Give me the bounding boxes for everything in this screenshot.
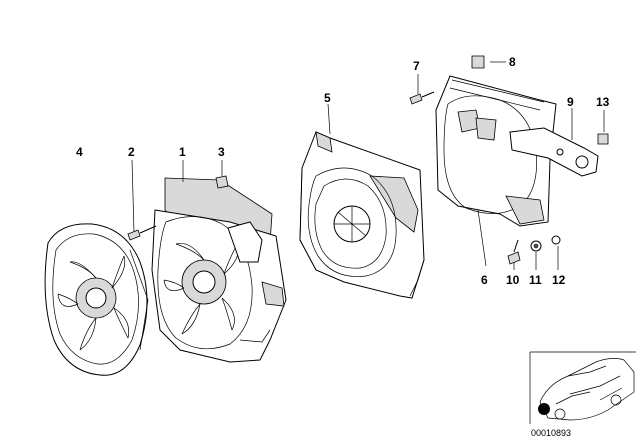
car-outline-icon [539, 358, 635, 421]
location-marker-icon [538, 403, 550, 415]
nut-part-11[interactable] [530, 240, 542, 252]
callout-8: 8 [509, 55, 516, 69]
callout-4: 4 [76, 145, 83, 159]
leader-lines [131, 61, 605, 270]
callout-3: 3 [218, 145, 225, 159]
callout-5: 5 [324, 91, 331, 105]
rear-shroud-part-6[interactable] [435, 75, 557, 227]
fan-wheel-part-4[interactable] [44, 223, 149, 376]
callout-11: 11 [529, 273, 542, 287]
callout-1: 1 [179, 145, 186, 159]
callout-9: 9 [567, 95, 574, 109]
shroud-frame-part-5[interactable] [299, 131, 425, 299]
car-locator-inset: 00010893 [529, 351, 636, 438]
callout-2: 2 [128, 145, 135, 159]
drawing-code: 00010893 [531, 428, 571, 438]
screw-part-7[interactable] [409, 91, 435, 105]
clip-part-8[interactable] [471, 55, 485, 69]
callout-10: 10 [506, 273, 520, 287]
bracket-part-9[interactable] [509, 127, 599, 177]
plug-part-12[interactable] [551, 235, 561, 245]
callout-6: 6 [481, 273, 488, 287]
clip-part-3[interactable] [215, 175, 229, 189]
screw-part-10[interactable] [507, 239, 521, 265]
callout-13: 13 [596, 95, 610, 109]
screw-part-2[interactable] [127, 225, 157, 241]
fan-shroud-part-1[interactable] [151, 177, 287, 363]
callout-12: 12 [552, 273, 566, 287]
callout-7: 7 [413, 59, 420, 73]
clip-part-13[interactable] [597, 133, 609, 145]
